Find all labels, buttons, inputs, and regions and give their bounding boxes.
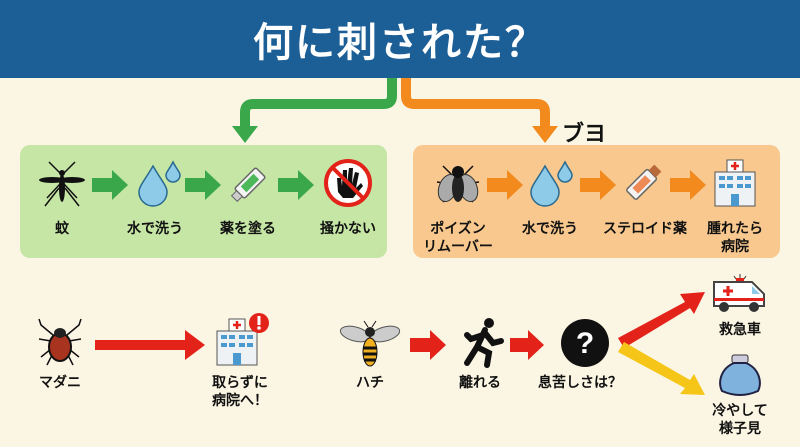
orange-step-arrow bbox=[487, 170, 523, 200]
cool-and-watch-label: 冷やして 様子見 bbox=[712, 403, 768, 437]
wash-label: 水で洗う bbox=[522, 221, 578, 237]
orange-step-arrow bbox=[670, 170, 706, 200]
tick-icon bbox=[38, 318, 82, 366]
no-scratching-icon bbox=[324, 159, 372, 207]
poison-remover-label: ポイズン リムーバー bbox=[423, 221, 493, 255]
green-step-arrow bbox=[278, 170, 314, 200]
mosquito-icon bbox=[39, 161, 85, 207]
orange-step-arrow bbox=[580, 170, 616, 200]
steroid-label: ステロイド薬 bbox=[603, 221, 687, 237]
mosquito-panel bbox=[20, 145, 387, 258]
ointment-tube-icon bbox=[230, 167, 266, 203]
ambulance-icon bbox=[713, 274, 765, 312]
tick-label: マダニ bbox=[39, 375, 81, 391]
water-drop-icon bbox=[530, 160, 573, 207]
mosquito-label: 蚊 bbox=[55, 221, 69, 237]
question-icon: ? bbox=[561, 319, 609, 367]
bee-arrow bbox=[510, 330, 544, 360]
header-banner: 何に刺された？ bbox=[0, 0, 800, 78]
bee-label: ハチ bbox=[356, 375, 384, 391]
yes-arrow bbox=[618, 292, 705, 348]
buyo-label: ブヨ bbox=[562, 122, 607, 147]
water-drop-icon bbox=[138, 160, 181, 207]
black-fly-icon bbox=[436, 165, 480, 203]
running-person-icon bbox=[464, 318, 504, 368]
move-away-label: 離れる bbox=[459, 375, 501, 391]
ambulance-label: 救急車 bbox=[719, 322, 761, 338]
green-step-arrow bbox=[185, 170, 221, 200]
go-hospital-label: 取らずに 病院へ！ bbox=[212, 375, 268, 409]
orange-arrowhead bbox=[532, 126, 558, 143]
no-arrow bbox=[618, 342, 705, 395]
tick-arrow bbox=[95, 330, 205, 360]
dont-scratch-label: 掻かない bbox=[320, 221, 376, 237]
orange-branch-arrow bbox=[401, 78, 550, 128]
hospital-if-swollen-label: 腫れたら 病院 bbox=[707, 221, 763, 255]
steroid-tube-icon bbox=[626, 164, 662, 200]
hospital-urgent-icon bbox=[216, 313, 269, 366]
green-branch-arrow bbox=[240, 78, 397, 128]
breathing-question-label: 息苦しさは？ bbox=[538, 375, 622, 391]
green-step-arrow bbox=[92, 170, 128, 200]
svg-text:?: ? bbox=[576, 327, 594, 360]
apply-medicine-label: 薬を塗る bbox=[220, 221, 276, 237]
bee-icon bbox=[339, 320, 401, 367]
green-arrowhead bbox=[232, 126, 258, 143]
ice-bag-icon bbox=[719, 354, 761, 396]
wash-label: 水で洗う bbox=[127, 221, 183, 237]
bee-arrow bbox=[410, 330, 446, 360]
hospital-icon bbox=[714, 159, 756, 207]
page-title: 何に刺された？ bbox=[253, 20, 547, 66]
